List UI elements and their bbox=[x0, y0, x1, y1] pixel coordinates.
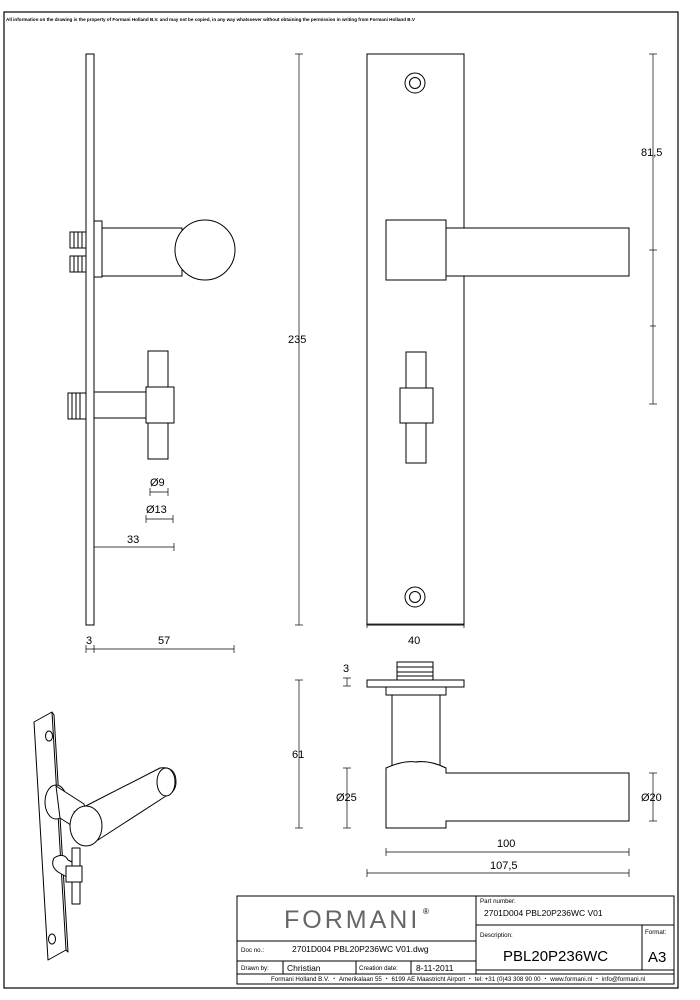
side-view-dimensions bbox=[85, 53, 303, 653]
side-turn-stud bbox=[67, 392, 87, 420]
brand-logo: FORMANI bbox=[284, 906, 420, 934]
brand-registered-mark: ® bbox=[423, 907, 429, 916]
top-neck bbox=[391, 694, 441, 771]
front-turn-bar-bottom bbox=[405, 422, 427, 464]
top-view bbox=[366, 661, 630, 829]
side-backplate bbox=[85, 53, 95, 626]
dim-knob-diameter: Ø9 bbox=[150, 477, 165, 489]
front-turn-block bbox=[399, 387, 434, 424]
creation-date-value: 8-11-2011 bbox=[416, 963, 454, 973]
side-turn-bar-top bbox=[147, 350, 169, 388]
top-spindle bbox=[396, 661, 434, 681]
front-lever-rose bbox=[385, 219, 447, 281]
screw-hole-top bbox=[404, 72, 426, 94]
side-turn-block bbox=[145, 386, 175, 424]
front-backplate bbox=[366, 53, 465, 626]
dim-handle-depth: 61 bbox=[292, 749, 304, 761]
format-value: A3 bbox=[648, 949, 666, 966]
top-view-dimensions bbox=[295, 677, 657, 877]
top-rose bbox=[385, 686, 447, 696]
sheet-border bbox=[3, 11, 679, 989]
screw-hole-bottom bbox=[404, 586, 426, 608]
front-view-dimensions bbox=[366, 53, 657, 628]
dim-plate-thickness: 3 bbox=[86, 635, 92, 647]
iso-lever-end bbox=[69, 805, 103, 847]
dim-rose-offset: 81,5 bbox=[641, 147, 662, 159]
isometric-view bbox=[33, 711, 177, 961]
dim-lever-total-length: 107,5 bbox=[490, 860, 518, 872]
front-lever-bar bbox=[445, 227, 630, 277]
dim-lever-length: 100 bbox=[497, 838, 515, 850]
dim-plate-width: 40 bbox=[408, 635, 420, 647]
dim-rose-diameter: Ø13 bbox=[146, 504, 167, 516]
iso-screw-bottom bbox=[48, 933, 56, 945]
part-number-value: 2701D004 PBL20P236WC V01 bbox=[484, 908, 603, 918]
description-value: PBL20P236WC bbox=[503, 948, 608, 965]
creation-date-label: Creation date: bbox=[359, 965, 398, 972]
top-backplate bbox=[366, 679, 465, 688]
iso-turn-block bbox=[65, 865, 83, 883]
side-lever-end bbox=[174, 219, 236, 281]
dim-knob-projection: 33 bbox=[127, 534, 139, 546]
doc-no-label: Doc no.: bbox=[241, 947, 264, 954]
doc-no-value: 2701D004 PBL20P236WC V01.dwg bbox=[292, 944, 429, 954]
description-label: Description: bbox=[480, 932, 513, 939]
side-lever-rose bbox=[93, 220, 103, 278]
title-block bbox=[236, 895, 675, 985]
side-lever-neck bbox=[101, 227, 183, 277]
copyright-notice: All information on the drawing is the pr… bbox=[6, 17, 416, 22]
dim-neck-diameter: Ø25 bbox=[336, 792, 357, 804]
dim-lever-diameter: Ø20 bbox=[641, 792, 662, 804]
front-turn-bar-top bbox=[405, 351, 427, 389]
dim-rose-thickness: 3 bbox=[343, 663, 349, 675]
iso-screw-top bbox=[45, 730, 53, 742]
dim-side-plate-height: 235 bbox=[288, 334, 306, 346]
side-turn-bar-bottom bbox=[147, 422, 169, 460]
drawn-by-value: Christian bbox=[287, 963, 321, 973]
side-view bbox=[67, 53, 236, 626]
front-view bbox=[366, 53, 630, 626]
drawn-by-label: Drawn by: bbox=[241, 965, 269, 972]
format-label: Format: bbox=[645, 929, 667, 936]
top-lever bbox=[385, 761, 630, 829]
dim-handle-projection: 57 bbox=[158, 635, 170, 647]
company-footer: Formani Holland B.V. ・ Amerikalaan 55 ・ … bbox=[271, 976, 645, 983]
part-number-label: Part number: bbox=[480, 898, 516, 905]
